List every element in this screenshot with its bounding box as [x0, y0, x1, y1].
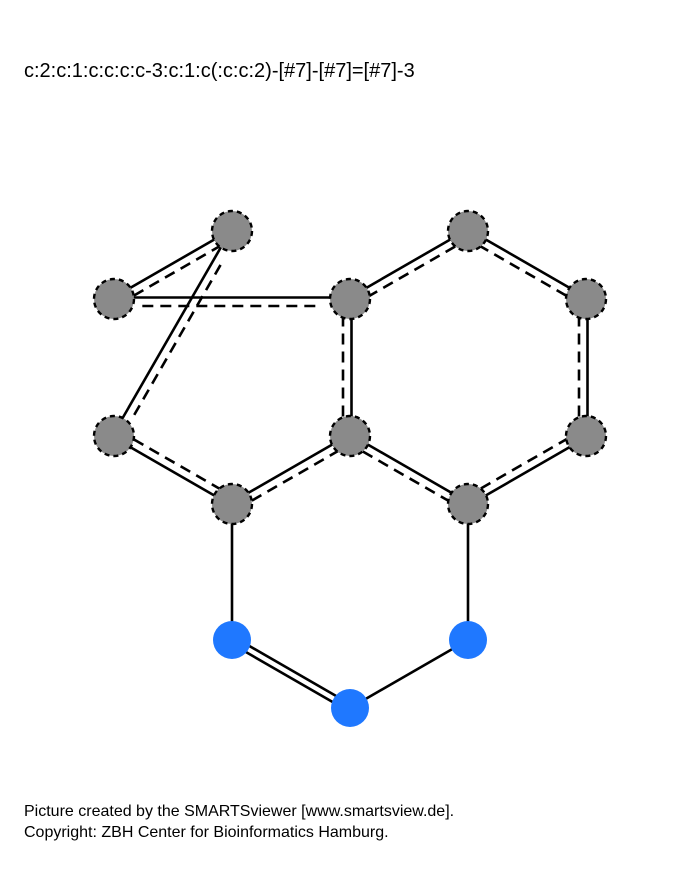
aromatic-carbon-atom: [564, 414, 608, 458]
bond-aromatic-dashed: [360, 449, 451, 504]
bond-double-line: [229, 641, 349, 713]
aromatic-carbon-atom: [446, 209, 490, 253]
bond-aromatic-solid: [468, 436, 588, 507]
aromatic-carbon-atom: [210, 482, 254, 526]
bond-aromatic-dashed: [133, 258, 226, 416]
bond-aromatic-dashed: [478, 244, 569, 299]
aromatic-carbon-atom: [446, 482, 490, 526]
bond-aromatic-solid: [111, 229, 232, 436]
bond-aromatic-solid: [350, 433, 470, 504]
atoms-layer: [92, 209, 608, 727]
nitrogen-atom: [213, 621, 251, 659]
footer-copyright: Copyright: ZBH Center for Bioinformatics…: [24, 824, 389, 841]
nitrogen-atom: [331, 689, 369, 727]
bond-aromatic-dashed: [131, 436, 222, 491]
bond-aromatic-dashed: [367, 244, 458, 299]
bond-aromatic-dashed: [249, 449, 340, 504]
aromatic-carbon-atom: [92, 414, 136, 458]
bond-aromatic-solid: [112, 228, 232, 299]
bond-double-line: [233, 635, 353, 707]
nitrogen-atom: [449, 621, 487, 659]
bond-aromatic-solid: [112, 436, 232, 507]
aromatic-carbon-atom: [92, 277, 136, 321]
aromatic-carbon-atom: [564, 277, 608, 321]
footer: Picture created by the SMARTSviewer [www…: [24, 801, 454, 843]
aromatic-carbon-atom: [328, 277, 372, 321]
smarts-string: c:2:c:1:c:c:c:c-3:c:1:c(:c:c:2)-[#7]-[#7…: [24, 60, 415, 82]
aromatic-carbon-atom: [210, 209, 254, 253]
aromatic-carbon-atom: [328, 414, 372, 458]
bond-single: [349, 638, 469, 710]
bond-aromatic-solid: [468, 228, 588, 299]
bond-aromatic-dashed: [478, 436, 569, 491]
bond-aromatic-solid: [348, 228, 468, 299]
footer-credit: Picture created by the SMARTSviewer [www…: [24, 803, 455, 820]
bonds-layer: [111, 228, 589, 713]
bond-aromatic-solid: [230, 433, 350, 504]
